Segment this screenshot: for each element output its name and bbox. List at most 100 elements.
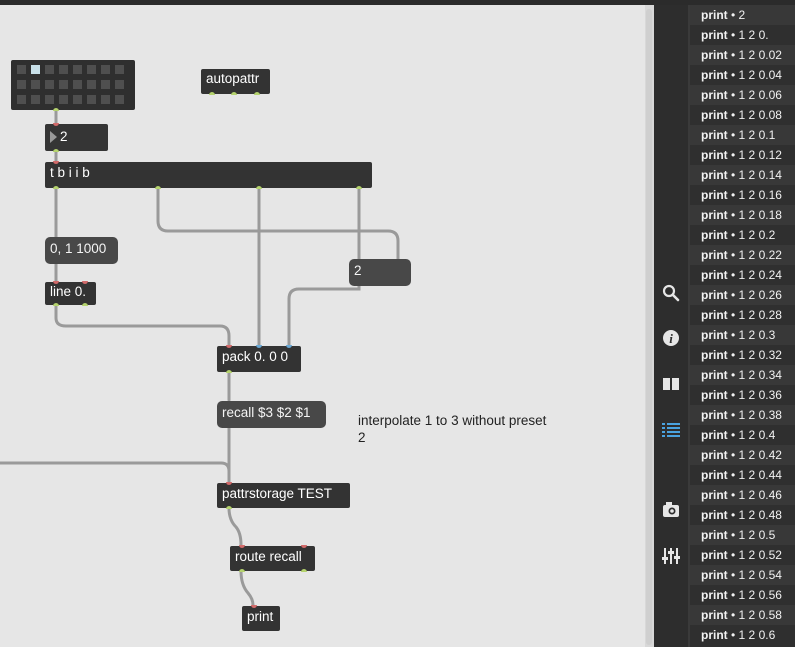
line-object[interactable]: line 0. (45, 281, 96, 306)
console-row[interactable]: print • 1 2 0.06 (690, 85, 795, 105)
inlet[interactable] (239, 545, 245, 548)
inlet[interactable] (251, 605, 257, 608)
inlet[interactable] (53, 281, 59, 284)
outlet[interactable] (231, 92, 237, 95)
console-row[interactable]: print • 1 2 0.56 (690, 585, 795, 605)
console-separator: • (727, 208, 739, 222)
trigger-object[interactable]: t b i i b (45, 161, 372, 189)
console-row[interactable]: print • 1 2 0.5 (690, 525, 795, 545)
autopattr-object[interactable]: autopattr (201, 69, 270, 95)
console-row[interactable]: print • 1 2 0.18 (690, 205, 795, 225)
console-row[interactable]: print • 1 2 0.28 (690, 305, 795, 325)
console-row[interactable]: print • 1 2 0.32 (690, 345, 795, 365)
line-message-box[interactable]: 0, 1 1000 (45, 237, 118, 264)
console-row[interactable]: print • 2 (690, 5, 795, 25)
outlet[interactable] (256, 186, 262, 189)
console-row[interactable]: print • 1 2 0.48 (690, 505, 795, 525)
console-separator: • (727, 588, 739, 602)
pattrstorage-object[interactable]: pattrstorage TEST (217, 482, 350, 509)
outlet[interactable] (254, 92, 260, 95)
console-separator: • (727, 68, 739, 82)
console-row[interactable]: print • 1 2 0.2 (690, 225, 795, 245)
console-row[interactable]: print • 1 2 0.38 (690, 405, 795, 425)
number-box[interactable]: 2 (45, 123, 108, 152)
console-list-icon[interactable] (659, 418, 683, 442)
outlet[interactable] (53, 303, 59, 306)
console-row[interactable]: print • 1 2 0. (690, 25, 795, 45)
cord-msg2-to-pack (287, 283, 361, 348)
scrollbar-thumb[interactable] (646, 9, 652, 645)
outlet[interactable] (356, 186, 362, 189)
outlet[interactable] (53, 149, 59, 152)
console-row[interactable]: print • 1 2 0.22 (690, 245, 795, 265)
console-row[interactable]: print • 1 2 0.16 (690, 185, 795, 205)
inlet[interactable] (301, 545, 307, 548)
console-row[interactable]: print • 1 2 0.08 (690, 105, 795, 125)
route-object[interactable]: route recall (230, 545, 315, 572)
inlet[interactable] (53, 123, 59, 126)
console-message: 1 2 0.06 (738, 88, 782, 102)
console-separator: • (727, 28, 739, 42)
pack-object[interactable]: pack 0. 0 0 (217, 345, 301, 373)
console-message: 1 2 0.44 (738, 468, 782, 482)
console-row[interactable]: print • 1 2 0.6 (690, 625, 795, 645)
console-row[interactable]: print • 1 2 0.26 (690, 285, 795, 305)
outlet[interactable] (226, 370, 232, 373)
inlet[interactable] (226, 345, 232, 348)
console-message: 1 2 0.3 (738, 328, 776, 342)
cord-trigger-to-msg2 (156, 185, 400, 261)
console-row[interactable]: print • 1 2 0.04 (690, 65, 795, 85)
mixer-icon[interactable] (659, 544, 683, 568)
print-object[interactable]: print (242, 605, 280, 631)
console-row[interactable]: print • 1 2 0.42 (690, 445, 795, 465)
inlet[interactable] (53, 161, 59, 164)
console-row[interactable]: print • 1 2 0.4 (690, 425, 795, 445)
inlet[interactable] (286, 345, 292, 348)
panel-divider[interactable] (688, 5, 690, 647)
console-row[interactable]: print • 1 2 0.24 (690, 265, 795, 285)
search-icon[interactable] (659, 281, 683, 305)
outlet[interactable] (301, 569, 307, 572)
console-row[interactable]: print • 1 2 0.1 (690, 125, 795, 145)
console-separator: • (727, 368, 739, 382)
outlet[interactable] (82, 303, 88, 306)
inlet[interactable] (226, 482, 232, 485)
preset-slots[interactable] (11, 60, 135, 110)
outlet[interactable] (239, 569, 245, 572)
recall-message-box[interactable]: recall $3 $2 $1 (217, 401, 326, 428)
outlet[interactable] (53, 186, 59, 189)
window-top-bar (0, 0, 795, 5)
console-row[interactable]: print • 1 2 0.12 (690, 145, 795, 165)
console-row[interactable]: print • 1 2 0.3 (690, 325, 795, 345)
outlet[interactable] (53, 108, 59, 111)
info-icon[interactable]: i (659, 326, 683, 350)
snapshot-icon[interactable] (659, 498, 683, 522)
vertical-scrollbar[interactable] (645, 5, 654, 647)
console-row[interactable]: print • 1 2 0.58 (690, 605, 795, 625)
reference-book-icon[interactable] (659, 372, 683, 396)
console-row[interactable]: print • 1 2 0.46 (690, 485, 795, 505)
patcher-canvas[interactable]: autopattr 2 t b i i b 0, 1 1000 line 0. … (0, 5, 645, 647)
console-row[interactable]: print • 1 2 0.54 (690, 565, 795, 585)
console-message: 1 2 0.12 (738, 148, 782, 162)
number-value: 2 (60, 129, 68, 144)
right-sidebar-toolbar: i (654, 5, 688, 647)
value-message-box[interactable]: 2 (349, 259, 411, 286)
console-row[interactable]: print • 1 2 0.44 (690, 465, 795, 485)
console-object-name: print (701, 28, 728, 42)
console-row[interactable]: print • 1 2 0.02 (690, 45, 795, 65)
console-row[interactable]: print • 1 2 0.52 (690, 545, 795, 565)
inlet[interactable] (256, 345, 262, 348)
console-row[interactable]: print • 1 2 0.36 (690, 385, 795, 405)
console-row[interactable]: print • 1 2 0.14 (690, 165, 795, 185)
console-separator: • (727, 228, 739, 242)
console-row[interactable]: print • 1 2 0.34 (690, 365, 795, 385)
inlet[interactable] (82, 281, 88, 284)
outlet[interactable] (226, 506, 232, 509)
outlet[interactable] (155, 186, 161, 189)
console-separator: • (727, 308, 739, 322)
outlet[interactable] (209, 92, 215, 95)
console-separator: • (727, 48, 739, 62)
preset-grid[interactable] (11, 60, 135, 111)
